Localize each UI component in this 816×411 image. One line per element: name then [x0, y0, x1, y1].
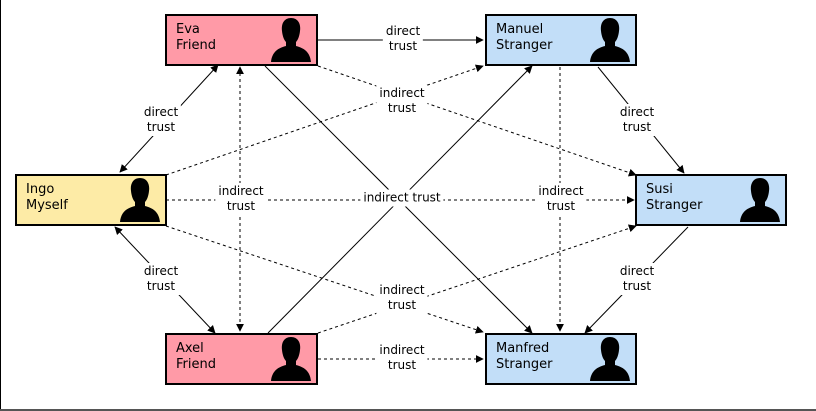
- node-role: Stranger: [646, 198, 703, 213]
- node-axel: Axel Friend: [165, 333, 318, 385]
- node-name: Ingo: [26, 182, 55, 197]
- label-indirect-center: indirect trust: [360, 189, 444, 207]
- person-silhouette-icon: [740, 178, 780, 222]
- edge-ingo-manfred: [165, 225, 484, 334]
- node-ingo: Ingo Myself: [15, 174, 167, 226]
- node-role: Myself: [26, 198, 68, 213]
- edge-ingo-manuel: [165, 64, 484, 176]
- node-name: Eva: [176, 22, 200, 37]
- edge-eva-susi: [317, 65, 637, 177]
- bottom-border: [0, 409, 816, 411]
- node-name: Susi: [646, 182, 673, 197]
- node-manuel: Manuel Stranger: [485, 14, 637, 66]
- person-silhouette-icon: [590, 337, 630, 381]
- left-border: [0, 0, 1, 411]
- node-susi: Susi Stranger: [635, 174, 787, 226]
- node-role: Stranger: [496, 357, 553, 372]
- node-name: Axel: [176, 341, 204, 356]
- person-silhouette-icon: [120, 178, 160, 222]
- node-eva: Eva Friend: [165, 14, 318, 66]
- person-silhouette-icon: [271, 18, 311, 62]
- node-name: Manuel: [496, 22, 544, 37]
- node-role: Friend: [176, 38, 216, 53]
- node-name: Manfred: [496, 341, 550, 356]
- node-manfred: Manfred Stranger: [485, 333, 637, 385]
- person-silhouette-icon: [271, 337, 311, 381]
- person-silhouette-icon: [590, 18, 630, 62]
- node-role: Friend: [176, 357, 216, 372]
- node-role: Stranger: [496, 38, 553, 53]
- edge-axel-susi: [317, 224, 637, 334]
